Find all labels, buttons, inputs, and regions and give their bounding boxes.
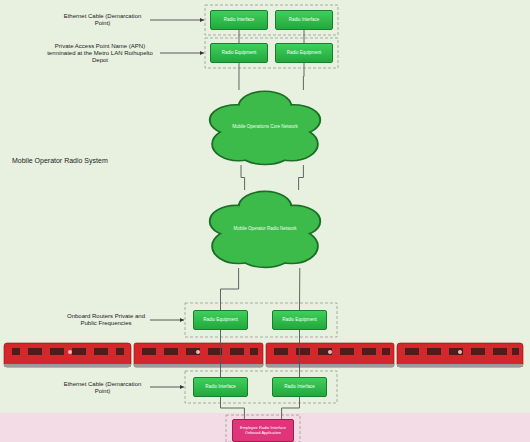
node-label: Radio Interface [284,385,315,390]
application-box: Employee Radio Interface Onboard Applica… [232,419,294,442]
pink-band [0,413,530,442]
link-line [299,330,300,377]
node-label: Mobile Operations Core Network [223,125,307,130]
network-cloud: Mobile Operations Core Network [205,90,325,165]
callout-label: Onboard Routers Private and Public Frequ… [62,313,150,327]
link-line [304,30,305,43]
equipment-box: Radio Interface [210,10,268,30]
node-label: Radio Equipment [282,318,317,323]
link-line [239,30,240,43]
equipment-box: Radio Interface [272,377,327,397]
node-label: Radio Equipment [203,318,238,323]
link-line [238,63,239,90]
equipment-box: Radio Interface [193,377,248,397]
node-label: Mobile Operator Radio Network [223,227,307,232]
equipment-box: Radio Equipment [193,310,248,330]
equipment-box: Radio Equipment [272,310,327,330]
band-heading: Mobile Operator Radio System [12,157,108,164]
equipment-box: Radio Equipment [210,43,268,63]
node-label: Radio Interface [289,18,320,23]
equipment-box: Radio Interface [275,10,333,30]
callout-label: Ethernet Cable (Demarcation Point) [55,13,150,27]
node-label: Radio Interface [205,385,236,390]
callout-label: Private Access Point Name (APN) terminat… [40,43,160,65]
node-label: Radio Interface [224,18,255,23]
node-label: Radio Equipment [287,51,322,56]
node-label: Employee Radio Interface Onboard Applica… [233,426,293,435]
link-line [220,330,221,377]
equipment-box: Radio Equipment [275,43,333,63]
callout-label: Ethernet Cable (Demarcation Point) [55,381,150,395]
node-label: Radio Equipment [222,51,257,56]
network-cloud: Mobile Operator Radio Network [205,190,325,268]
